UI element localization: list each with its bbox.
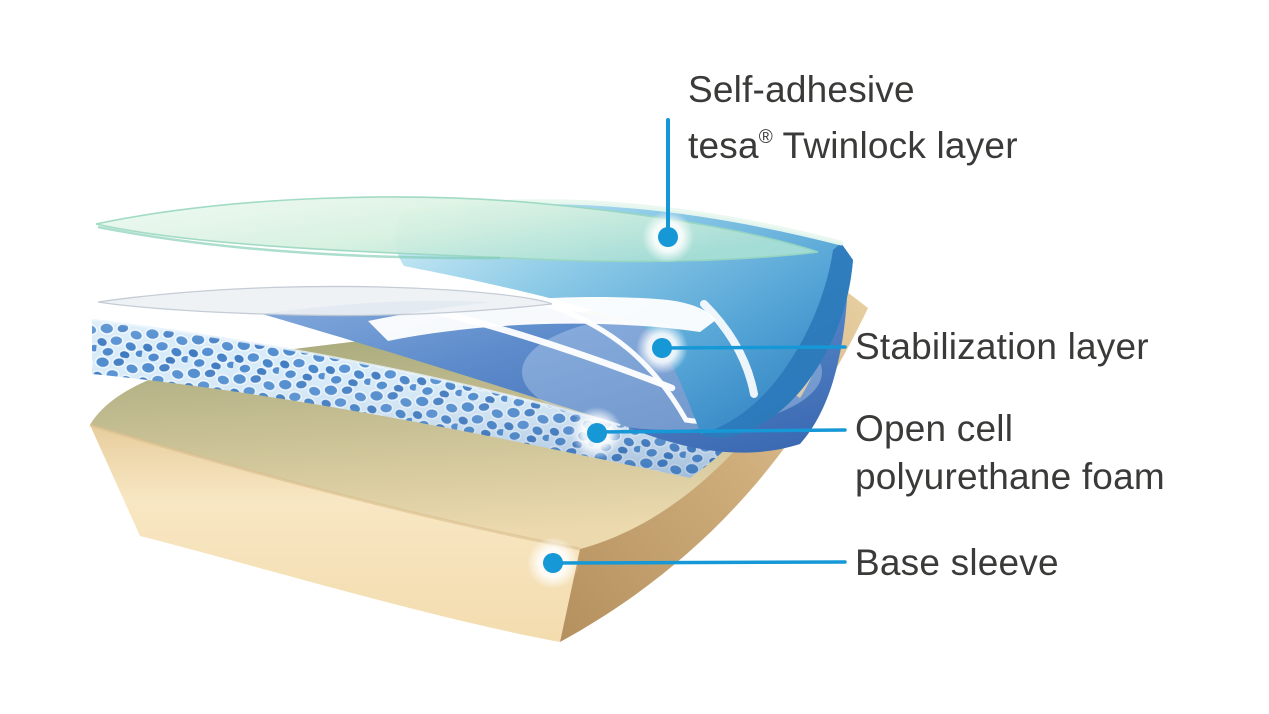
base-sleeve-front-top-edge (89, 423, 581, 551)
clear-liner-film (97, 285, 553, 317)
mint-film-edge (97, 225, 501, 260)
registered-trademark-symbol: ® (758, 127, 773, 148)
dot-foam (587, 423, 607, 443)
mint-protective-film (95, 196, 819, 263)
label-base-sleeve: Base sleeve (855, 542, 1059, 583)
leader-line-stabilization (660, 345, 847, 350)
label-stabilization-layer: Stabilization layer (855, 326, 1149, 367)
brand-name: tesa (688, 125, 759, 166)
label-twinlock-line2: tesa® Twinlock layer (688, 114, 1018, 170)
dot-twinlock (658, 227, 678, 247)
label-foam-line2: polyurethane foam (855, 456, 1165, 497)
leader-line-base (551, 560, 847, 565)
label-twinlock-line2-rest: Twinlock layer (772, 125, 1018, 166)
foam-top-highlight (91, 318, 621, 427)
label-foam-layer: Open cell polyurethane foam (855, 405, 1165, 501)
leader-line-foam (595, 428, 847, 434)
callout-markers (527, 118, 847, 589)
dot-stabilization (652, 338, 672, 358)
base-sleeve-front-face (90, 425, 580, 642)
label-foam-line1: Open cell (855, 408, 1014, 449)
base-sleeve-side-face (560, 288, 868, 642)
label-twinlock-line1: Self-adhesive (688, 69, 915, 110)
dot-base (543, 553, 563, 573)
label-twinlock-layer: Self-adhesive tesa® Twinlock layer (688, 66, 1018, 170)
twinlock-underside-curl (701, 243, 853, 438)
